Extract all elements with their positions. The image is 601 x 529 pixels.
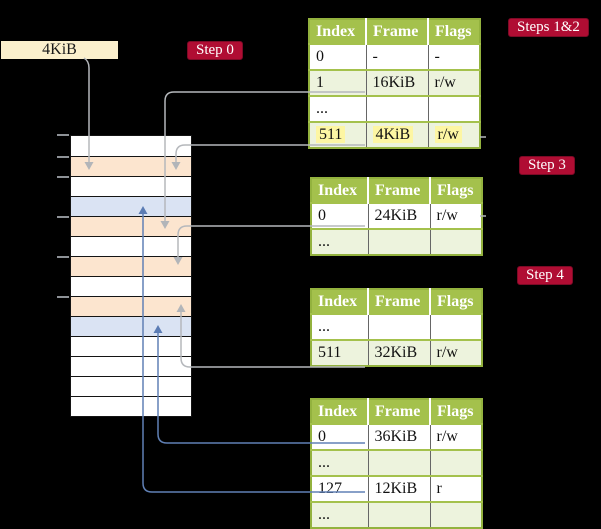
cell-index: 0 bbox=[311, 202, 369, 229]
col-header-frame: Frame bbox=[366, 19, 429, 44]
badge-step-0: Step 0 bbox=[187, 41, 243, 60]
cell-flags bbox=[430, 501, 482, 528]
badge-step-3: Step 3 bbox=[519, 156, 575, 175]
memory-row-page-table bbox=[71, 256, 191, 276]
cell-index: 0 bbox=[311, 423, 369, 450]
cell-flags: r/w bbox=[430, 202, 482, 229]
memory-row-empty bbox=[71, 176, 191, 196]
cell-index: 511 bbox=[311, 339, 369, 366]
col-header-index: Index bbox=[309, 19, 367, 44]
col-header-index: Index bbox=[311, 178, 369, 203]
cell-flags: r/w bbox=[428, 121, 480, 148]
col-header-frame: Frame bbox=[368, 178, 431, 203]
cell-index: 127 bbox=[311, 475, 369, 502]
memory-column bbox=[70, 135, 192, 417]
col-header-flags: Flags bbox=[430, 289, 482, 314]
cell-index: ... bbox=[309, 95, 367, 122]
cell-flags: r/w bbox=[430, 423, 482, 450]
cell-flags bbox=[430, 228, 482, 255]
page-table-steps-1-2: Index Frame Flags 0 - - 1 16KiB r/w ... … bbox=[308, 18, 481, 149]
table-row: ... bbox=[311, 501, 482, 528]
table-row: ... bbox=[311, 449, 482, 476]
frame-address-label: 4KiB bbox=[1, 41, 118, 59]
memory-row-empty bbox=[71, 336, 191, 356]
table-row-highlighted: 511 4KiB r/w bbox=[309, 121, 480, 148]
table-header-row: Index Frame Flags bbox=[311, 289, 482, 314]
highlighted-value: r/w bbox=[434, 126, 462, 143]
memory-row-empty bbox=[71, 136, 191, 156]
cell-index: ... bbox=[311, 228, 369, 255]
cell-frame: 12KiB bbox=[368, 475, 431, 502]
cell-index: 0 bbox=[309, 43, 367, 70]
address-tick bbox=[57, 216, 69, 218]
table-row: ... bbox=[311, 228, 482, 255]
table-header-row: Index Frame Flags bbox=[309, 19, 480, 44]
cell-index: ... bbox=[311, 501, 369, 528]
memory-row-empty bbox=[71, 376, 191, 396]
cell-flags: r/w bbox=[428, 69, 480, 96]
table-row: 127 12KiB r bbox=[311, 475, 482, 502]
cell-frame bbox=[366, 95, 429, 122]
col-header-frame: Frame bbox=[368, 399, 431, 424]
memory-row-empty bbox=[71, 356, 191, 376]
memory-row-mapped-page bbox=[71, 316, 191, 336]
page-table-final-level: Index Frame Flags 0 36KiB r/w ... 127 12… bbox=[310, 398, 483, 529]
badge-step-4: Step 4 bbox=[517, 266, 573, 285]
cell-index: ... bbox=[311, 313, 369, 340]
memory-row-empty bbox=[71, 236, 191, 256]
table-row: 511 32KiB r/w bbox=[311, 339, 482, 366]
address-tick bbox=[57, 176, 69, 178]
table-row: 1 16KiB r/w bbox=[309, 69, 480, 96]
cell-flags: - bbox=[428, 43, 480, 70]
col-header-flags: Flags bbox=[428, 19, 480, 44]
table-header-row: Index Frame Flags bbox=[311, 178, 482, 203]
cell-flags bbox=[430, 449, 482, 476]
cell-frame: 36KiB bbox=[368, 423, 431, 450]
address-tick bbox=[57, 156, 69, 158]
cell-frame: 24KiB bbox=[368, 202, 431, 229]
cell-frame bbox=[368, 228, 431, 255]
memory-row-page-table bbox=[71, 296, 191, 316]
table-row: 0 36KiB r/w bbox=[311, 423, 482, 450]
cell-frame bbox=[368, 449, 431, 476]
cell-frame: 16KiB bbox=[366, 69, 429, 96]
col-header-index: Index bbox=[311, 289, 369, 314]
cell-index: 1 bbox=[309, 69, 367, 96]
memory-row-page-table bbox=[71, 216, 191, 236]
table-row: ... bbox=[309, 95, 480, 122]
memory-row-mapped-page bbox=[71, 196, 191, 216]
col-header-index: Index bbox=[311, 399, 369, 424]
address-tick bbox=[57, 296, 69, 298]
cell-index: 511 bbox=[309, 121, 367, 148]
col-header-flags: Flags bbox=[430, 178, 482, 203]
memory-row-empty bbox=[71, 276, 191, 296]
cell-frame: 4KiB bbox=[366, 121, 429, 148]
page-table-step-4: Index Frame Flags ... 511 32KiB r/w bbox=[310, 288, 483, 367]
badge-steps-1-2: Steps 1&2 bbox=[508, 18, 589, 37]
memory-row-empty bbox=[71, 396, 191, 416]
col-header-flags: Flags bbox=[430, 399, 482, 424]
cell-frame: - bbox=[366, 43, 429, 70]
address-tick bbox=[57, 256, 69, 258]
cell-frame: 32KiB bbox=[368, 339, 431, 366]
table-row: 0 24KiB r/w bbox=[311, 202, 482, 229]
cell-index: ... bbox=[311, 449, 369, 476]
cell-flags bbox=[430, 313, 482, 340]
table-header-row: Index Frame Flags bbox=[311, 399, 482, 424]
col-header-frame: Frame bbox=[368, 289, 431, 314]
table-row: 0 - - bbox=[309, 43, 480, 70]
cell-frame bbox=[368, 313, 431, 340]
cell-flags: r/w bbox=[430, 339, 482, 366]
cell-flags bbox=[428, 95, 480, 122]
highlighted-value: 4KiB bbox=[372, 126, 414, 143]
cell-frame bbox=[368, 501, 431, 528]
memory-row-page-table bbox=[71, 156, 191, 176]
address-tick bbox=[57, 134, 69, 136]
cell-flags: r bbox=[430, 475, 482, 502]
table-row: ... bbox=[311, 313, 482, 340]
highlighted-value: 511 bbox=[316, 126, 346, 143]
page-table-step-3: Index Frame Flags 0 24KiB r/w ... bbox=[310, 177, 483, 256]
